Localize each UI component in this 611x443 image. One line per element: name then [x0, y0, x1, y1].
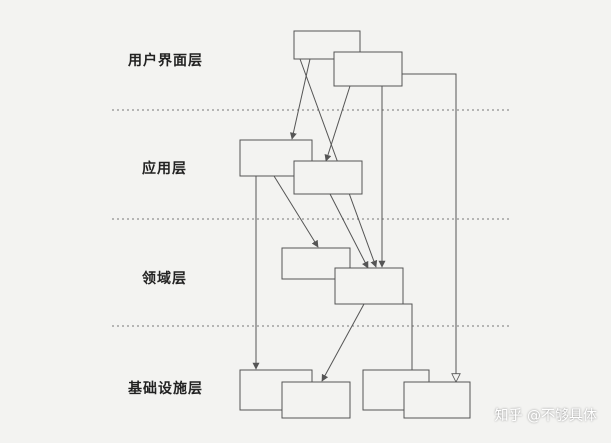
dependency-ui1-app1 — [289, 58, 311, 140]
layer-label-application: 应用层 — [142, 161, 187, 177]
layer-label-domain: 领域层 — [142, 271, 187, 287]
dependency-ui2-infra4 — [402, 73, 456, 382]
dependency-domain2-infra4 — [394, 303, 412, 380]
domain-box-2 — [334, 267, 404, 305]
dependency-domain2-infra2 — [321, 303, 365, 382]
ui-box-2 — [333, 51, 403, 87]
dependency-ui2-app2 — [324, 85, 351, 162]
infra-box-2 — [281, 381, 351, 419]
dependency-app2-domain2 — [329, 193, 369, 269]
watermark-text: 知乎 @不够具体 — [494, 408, 597, 424]
layer-label-infrastructure: 基础设施层 — [128, 381, 203, 397]
infra-box-4 — [403, 381, 471, 419]
layer-label-ui: 用户界面层 — [128, 53, 203, 69]
dependency-app1-domain1 — [273, 175, 319, 248]
layer-boxes — [239, 30, 471, 419]
dependency-lines — [252, 58, 456, 382]
app-box-2 — [293, 160, 363, 195]
